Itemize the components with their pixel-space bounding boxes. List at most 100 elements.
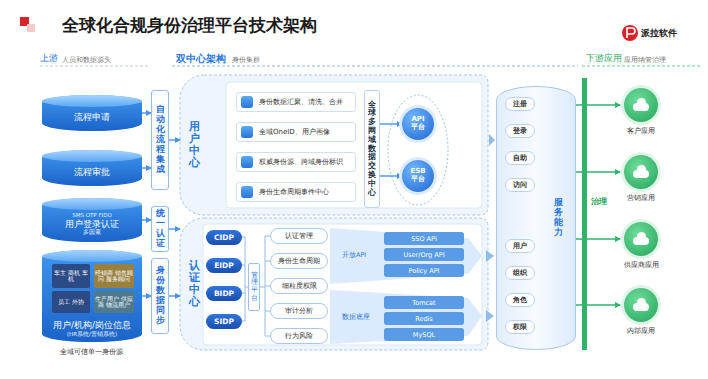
connector bbox=[142, 167, 151, 168]
label: 治理 bbox=[591, 196, 607, 207]
module-pill: 认证管理 bbox=[270, 228, 328, 244]
node-text: 流程审批 bbox=[74, 167, 110, 178]
channel-box: 身份数据同步 bbox=[151, 258, 169, 334]
inner-panel bbox=[226, 82, 482, 208]
center-region-node: 认证中心CIDPEIDPBIDPSIDP管理平台认证管理身份生命周期细粒度权限审… bbox=[180, 218, 488, 350]
bracket bbox=[242, 236, 270, 336]
node-text: 自助 bbox=[513, 153, 527, 163]
source-block: 经销商 销售顾问 服务顾问 bbox=[94, 264, 134, 288]
title-anchor: 全球化合规身份治理平台技术架构 bbox=[62, 14, 317, 37]
orbit-ring bbox=[388, 95, 448, 205]
node-text: 内部应用 bbox=[627, 326, 655, 336]
idp-pill: CIDP bbox=[206, 230, 242, 245]
node-text: 身份生命周期事件中心 bbox=[259, 187, 329, 197]
logo-icon bbox=[622, 25, 638, 41]
bracket-line bbox=[260, 236, 270, 336]
node-text: EIDP bbox=[214, 261, 234, 270]
api-pill: User/Org API bbox=[384, 248, 464, 261]
idp-pill: EIDP bbox=[206, 258, 242, 273]
node-text: 流程申请 bbox=[74, 112, 110, 123]
node-text: 用户登录认证 bbox=[65, 219, 119, 230]
logo-icon bbox=[627, 28, 635, 38]
node-text: 用户 bbox=[513, 241, 527, 251]
channel-box: 全球多网域数据交换中心 bbox=[364, 90, 380, 208]
node-text: 员工 外协 bbox=[58, 299, 84, 305]
label: 开放API bbox=[342, 251, 366, 260]
header-line bbox=[40, 66, 150, 67]
node-text: 全域OneID、用户画像 bbox=[259, 127, 330, 137]
corner-mark bbox=[27, 24, 35, 32]
capability-pill: 自助 bbox=[505, 151, 535, 165]
node-text: 注册 bbox=[513, 99, 527, 109]
feature-box: 身份生命周期事件中心 bbox=[236, 182, 356, 202]
capability-pill: 角色 bbox=[505, 293, 535, 307]
node-text: 平台 bbox=[411, 176, 425, 184]
node-text: 营销应用 bbox=[627, 193, 655, 203]
app-icon bbox=[624, 88, 658, 122]
node-text: 审计分析 bbox=[285, 306, 313, 316]
app-node: 内部应用 bbox=[620, 288, 662, 338]
node-text: 权限 bbox=[513, 322, 527, 332]
node-text: 供应商应用 bbox=[624, 260, 659, 270]
title: 全球化合规身份治理平台技术架构 bbox=[62, 14, 317, 37]
node-text: ESB bbox=[410, 168, 425, 176]
node-text: 全球多网域数据交换中心 bbox=[368, 101, 376, 198]
capability-pill: 用户 bbox=[505, 239, 535, 253]
connector bbox=[576, 171, 620, 172]
source-block: 车主 商机 车机 bbox=[52, 264, 90, 288]
node-text: 客户应用 bbox=[627, 126, 655, 136]
inner-panel bbox=[203, 224, 482, 345]
node-text: Redis bbox=[415, 315, 433, 323]
app-node: 客户应用 bbox=[620, 88, 662, 138]
source-block: 员工 外协 bbox=[52, 291, 90, 313]
label: 派拉软件 bbox=[641, 27, 677, 40]
header-line bbox=[582, 66, 700, 67]
label: 数据底座 bbox=[342, 313, 370, 322]
node-text: 认证中心 bbox=[189, 260, 200, 308]
node-text: 多因素 bbox=[83, 229, 101, 235]
channel-box: 自动化流程集成 bbox=[151, 90, 169, 190]
label: 双中心架构 bbox=[176, 52, 226, 66]
connector bbox=[576, 304, 620, 305]
capability-pill: 组织 bbox=[505, 266, 535, 280]
node-text: SSO API bbox=[411, 235, 437, 243]
api-pill: Policy API bbox=[384, 264, 464, 277]
label-anchor: 治理 bbox=[591, 196, 607, 207]
connector bbox=[380, 123, 402, 124]
label-anchor: 派拉软件 bbox=[641, 27, 677, 40]
connector bbox=[142, 219, 151, 220]
center-region bbox=[180, 75, 488, 215]
node-text: 经销商 销售顾问 服务顾问 bbox=[95, 270, 133, 283]
platform-circle: ESB平台 bbox=[402, 160, 434, 192]
api-pill: Redis bbox=[384, 312, 464, 325]
node-text: User/Org API bbox=[403, 251, 444, 259]
node-text: 角色 bbox=[513, 295, 527, 305]
node-text: 组织 bbox=[513, 268, 527, 278]
flow-funnel bbox=[330, 290, 482, 344]
connector bbox=[142, 295, 151, 296]
node-text: 身份数据汇聚、清洗、合并 bbox=[259, 97, 343, 107]
center-region bbox=[180, 218, 488, 350]
node-text: 平台 bbox=[411, 124, 425, 132]
node-text: SIDP bbox=[214, 317, 234, 326]
idp-pill: SIDP bbox=[206, 314, 242, 329]
idp-pill: BIDP bbox=[206, 286, 242, 301]
node-text: 登录 bbox=[513, 126, 527, 136]
api-pill: Tomcat bbox=[384, 296, 464, 309]
label-anchor: 双中心架构 bbox=[176, 52, 226, 66]
app-icon bbox=[624, 155, 658, 189]
app-icon bbox=[624, 288, 658, 322]
app-icon bbox=[624, 222, 658, 256]
capability-cylinder: 服务能力注册登录自助访问用户组织角色权限 bbox=[496, 86, 576, 350]
source-cylinder: 流程审批 bbox=[42, 150, 142, 186]
node-text: MySQL bbox=[413, 331, 435, 339]
node-text: CIDP bbox=[214, 233, 234, 242]
module-pill: 行为风险 bbox=[270, 328, 328, 344]
flow-arrow bbox=[486, 250, 494, 262]
node-text: 行为风险 bbox=[285, 331, 313, 341]
node-text: 统一认证 bbox=[156, 209, 165, 249]
node-text: 自动化流程集成 bbox=[156, 105, 165, 174]
label: 上游 bbox=[40, 53, 58, 65]
label-anchor: 上游 bbox=[40, 53, 58, 65]
capability-pill: 权限 bbox=[505, 320, 535, 334]
